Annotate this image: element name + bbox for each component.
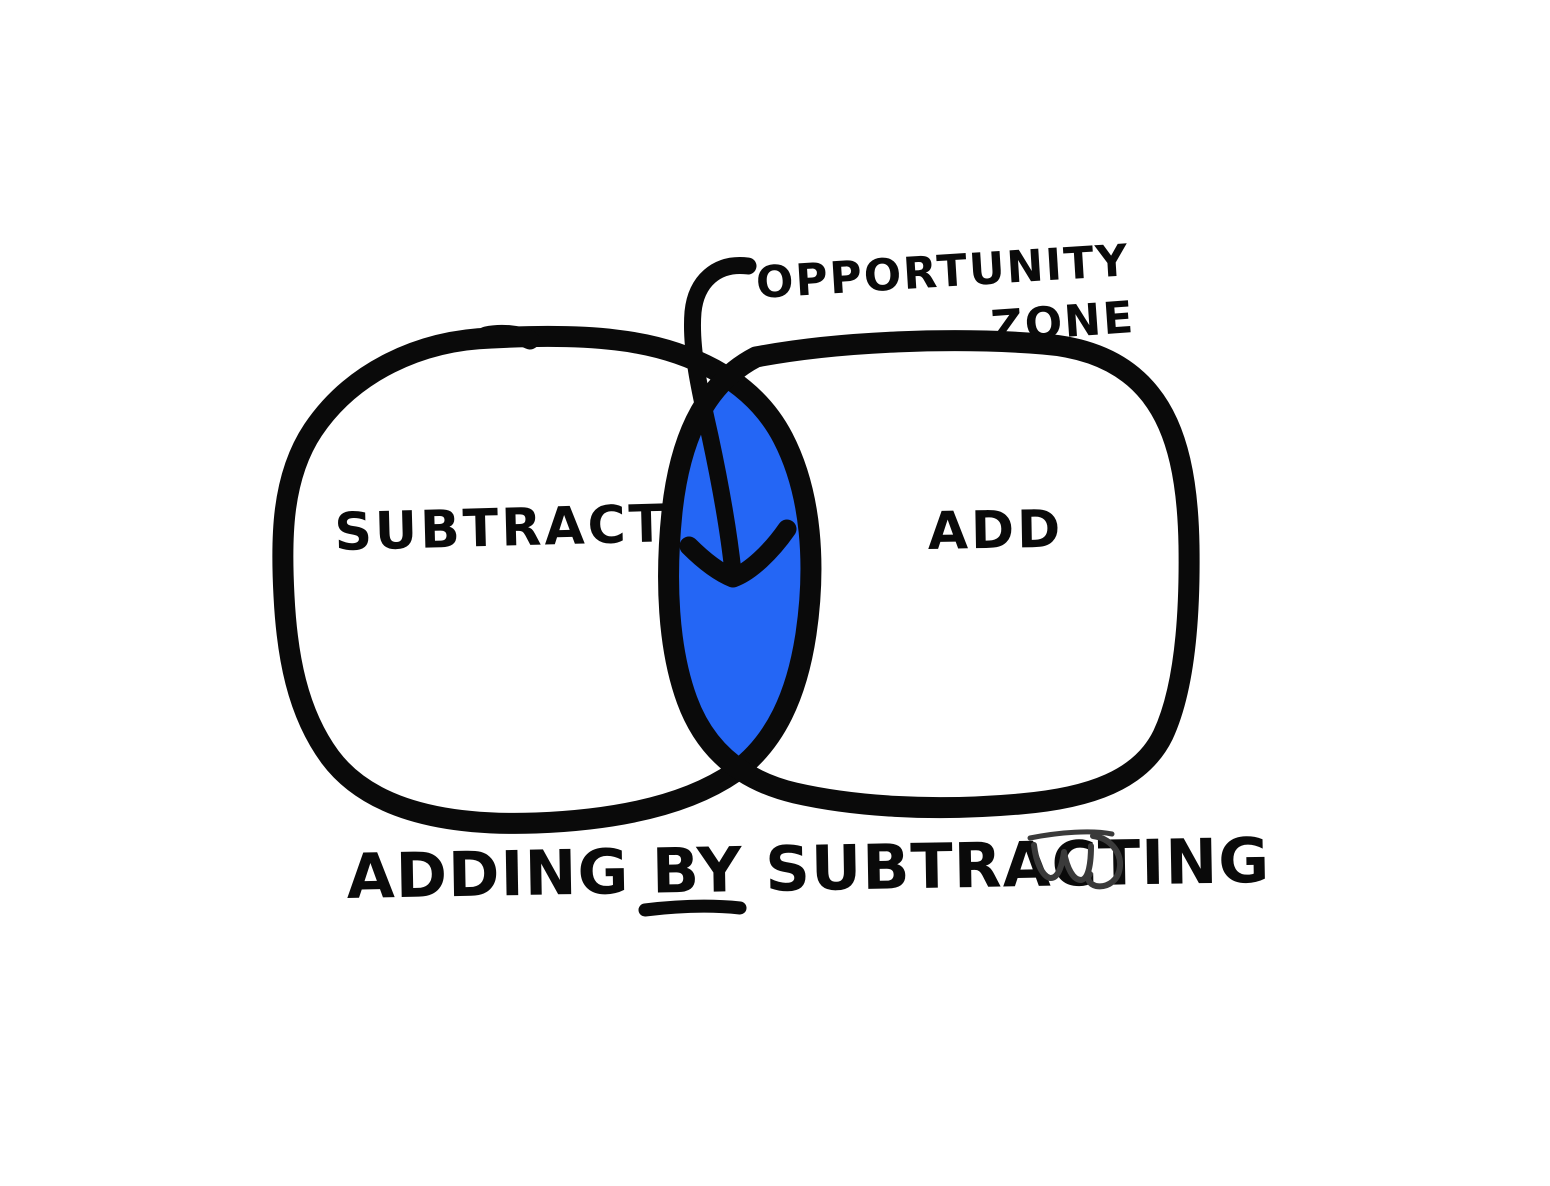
signature-stroke-top <box>1027 829 1115 841</box>
artist-signature: WD <box>1027 829 1124 890</box>
pointer-arrowhead <box>679 519 797 588</box>
opportunity-zone-pointer <box>679 257 797 588</box>
signature-letter-d <box>1085 833 1124 890</box>
caption: ADDING BY SUBTRACTING <box>346 824 1271 917</box>
opportunity-zone-label-line2: ZONE <box>989 292 1136 353</box>
set-circle-subtract-overshoot <box>476 324 540 350</box>
caption-text: ADDING BY SUBTRACTING <box>346 824 1271 913</box>
set-label-subtract: SUBTRACT <box>334 494 668 563</box>
caption-by-underline <box>638 899 747 917</box>
set-label-add: ADD <box>927 500 1064 562</box>
pointer-leader-line <box>684 257 757 581</box>
